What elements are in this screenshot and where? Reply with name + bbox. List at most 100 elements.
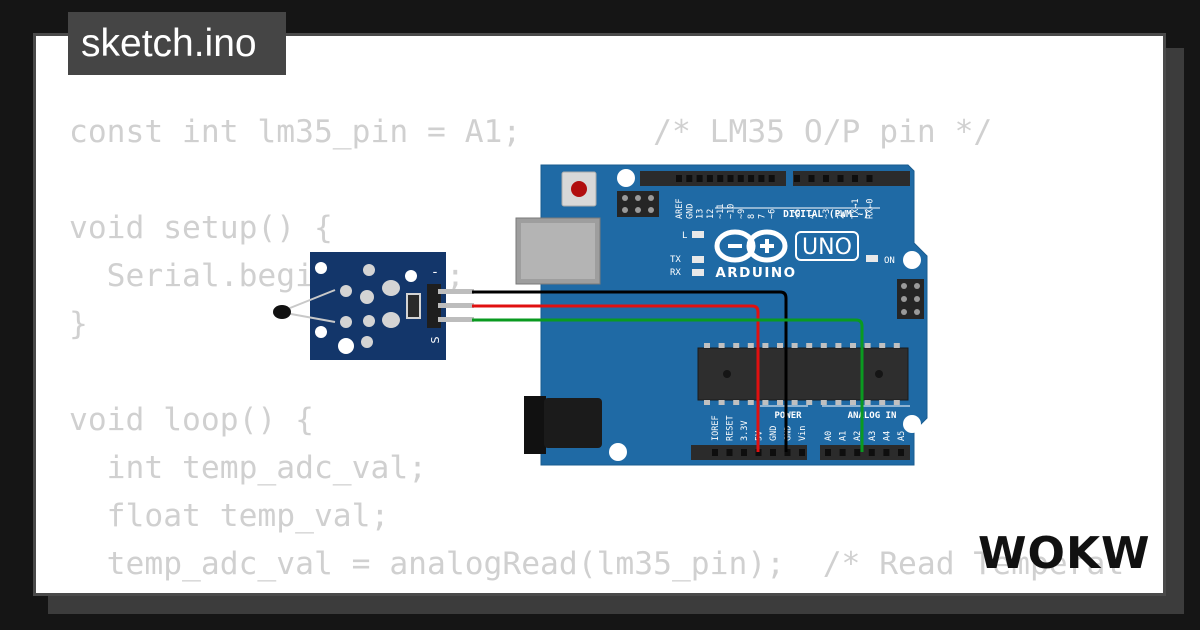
power-pin-label: IOREF — [711, 415, 721, 441]
resistor-icon — [406, 293, 421, 319]
chip-pin — [835, 343, 842, 348]
chip-pin — [747, 343, 754, 348]
led-tx-label: TX — [670, 255, 681, 265]
header-pin[interactable] — [741, 449, 747, 456]
icsp-header-right — [897, 279, 924, 319]
header-pin[interactable] — [755, 449, 762, 456]
header-pin[interactable] — [727, 175, 734, 182]
header-pin[interactable] — [748, 175, 755, 182]
header-pin[interactable] — [784, 449, 791, 456]
power-label: POWER — [774, 411, 802, 421]
chip-pin — [704, 343, 710, 348]
digital-pin-label: 8 — [747, 214, 757, 219]
header-pin[interactable] — [737, 175, 744, 182]
header-pin[interactable] — [808, 175, 815, 182]
code-line: } — [69, 306, 88, 342]
header-pin[interactable] — [854, 449, 861, 456]
header-pin[interactable] — [696, 175, 703, 182]
header-pin[interactable] — [770, 449, 776, 456]
led-l — [692, 231, 704, 238]
led-on-label: ON — [884, 256, 895, 266]
header-pin[interactable] — [676, 175, 682, 182]
header-pin[interactable] — [852, 175, 858, 182]
chip-pin — [835, 400, 842, 405]
header-pin[interactable] — [794, 175, 800, 182]
chip-pin — [806, 343, 813, 348]
thermistor-icon — [273, 305, 291, 319]
chip-pin — [820, 343, 827, 348]
sensor-pin — [438, 303, 474, 308]
header-pin[interactable] — [686, 175, 693, 182]
header-pin[interactable] — [712, 449, 718, 456]
power-pin-label: Vin — [798, 426, 808, 441]
uno-model: UNO — [802, 235, 852, 260]
header-pin[interactable] — [768, 175, 775, 182]
mounting-hole — [903, 251, 921, 269]
signal-wire[interactable] — [472, 318, 864, 452]
solder-pad — [340, 285, 352, 297]
digital-pin-label: ~10 — [727, 204, 737, 219]
usb-connector-face — [521, 223, 595, 279]
header-pin[interactable] — [726, 449, 733, 456]
digital-pin-label: ~3 — [822, 209, 832, 219]
uno-badge — [795, 231, 859, 261]
power-header[interactable] — [691, 445, 807, 460]
chip-pin — [718, 343, 725, 348]
digital-pin-label: ~5 — [793, 209, 803, 219]
sensor-hole — [315, 262, 327, 274]
code-line: void loop() { — [69, 402, 314, 438]
solder-pad — [340, 316, 352, 328]
chip-pin — [879, 400, 886, 405]
sensor-pin-minus-label: - — [433, 265, 438, 280]
header-pin[interactable] — [823, 175, 829, 182]
lm35-sensor-module[interactable]: - S — [273, 252, 474, 360]
chip-pin — [850, 343, 856, 348]
header-pin[interactable] — [898, 449, 904, 456]
arduino-brand: ARDUINO — [715, 265, 796, 281]
solder-pad — [382, 312, 400, 328]
wokwi-logo-text: WOKWi — [978, 528, 1154, 578]
header-pin[interactable] — [799, 449, 805, 456]
header-pin[interactable] — [825, 449, 831, 456]
vcc-wire[interactable] — [472, 304, 760, 452]
analog-header[interactable] — [820, 445, 910, 460]
chip-pin — [893, 400, 900, 405]
icsp-header — [617, 191, 659, 217]
solder-pad — [382, 280, 400, 296]
chip-pin — [864, 400, 871, 405]
chip-pin — [879, 343, 886, 348]
header-pin[interactable] — [717, 175, 724, 182]
header-pin[interactable] — [839, 449, 846, 456]
analog-pin-label: A0 — [824, 431, 834, 441]
chip-pin — [791, 343, 798, 348]
file-tab[interactable]: sketch.ino — [68, 12, 286, 75]
header-pin[interactable] — [706, 175, 713, 182]
header-pin[interactable] — [758, 175, 765, 182]
atmega-chip — [697, 343, 909, 405]
header-pin[interactable] — [837, 175, 844, 182]
power-pin-label: RESET — [726, 415, 736, 441]
analog-pin-label: A5 — [897, 431, 907, 441]
wokwi-logo: WOKWi — [978, 528, 1154, 578]
gnd-wire[interactable] — [472, 290, 788, 452]
mounting-hole — [903, 415, 921, 433]
code-line: float temp_val; — [69, 498, 390, 534]
led-rx — [692, 269, 704, 276]
solder-pad — [361, 336, 373, 348]
power-pin-label: GND — [769, 426, 779, 441]
header-pin[interactable] — [868, 449, 875, 456]
led-tx — [692, 256, 704, 263]
chip-pin — [850, 400, 856, 405]
code-line: const int lm35_pin = A1; /* LM35 O/P pin… — [69, 114, 993, 150]
solder-pad — [363, 315, 375, 327]
digital-header[interactable] — [640, 171, 910, 186]
sensor-pin — [438, 317, 474, 322]
header-pin[interactable] — [866, 175, 873, 182]
digital-pin-label: 12 — [706, 209, 716, 219]
sensor-pin — [438, 289, 474, 294]
header-pin[interactable] — [883, 449, 890, 456]
digital-pin-label: 13 — [696, 209, 706, 219]
code-line: void setup() { — [69, 210, 333, 246]
reset-button-cap[interactable] — [571, 181, 587, 197]
